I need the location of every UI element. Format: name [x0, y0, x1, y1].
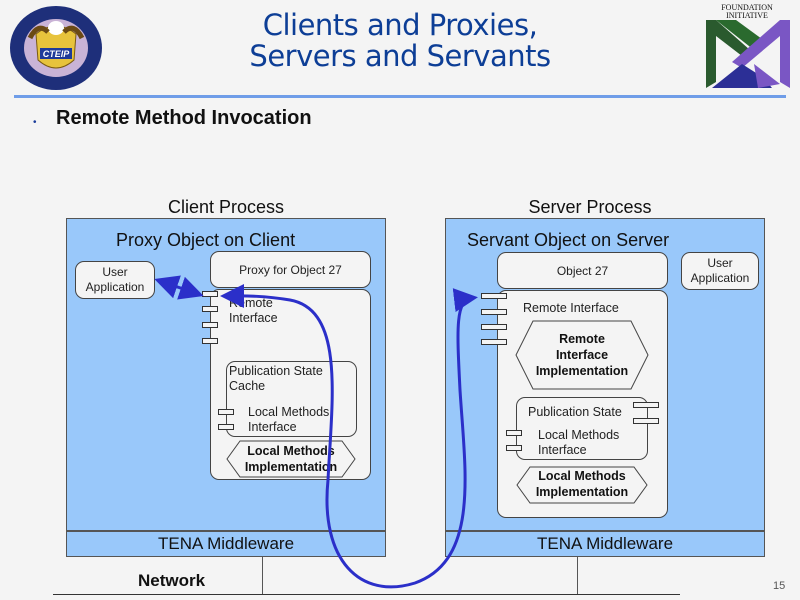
- proxy-header-label: Proxy for Object 27: [239, 263, 342, 277]
- remote-impl-hexagon: [515, 320, 649, 390]
- client-local-impl-line-2: Implementation: [244, 460, 338, 474]
- server-remote-port-1: [481, 293, 507, 299]
- server-remote-port-4: [481, 339, 507, 345]
- page-number: 15: [773, 580, 786, 592]
- remote-impl-line-2: Interface: [555, 348, 609, 362]
- server-pub-state-label: Publication State: [528, 405, 622, 419]
- client-local-impl-line-1: Local Methods: [247, 444, 335, 458]
- server-remote-interface-label: Remote Interface: [523, 301, 619, 315]
- client-local-impl-label: Local Methods Implementation: [226, 443, 356, 475]
- server-pub-state-box: [516, 397, 648, 460]
- server-remote-port-2: [481, 309, 507, 315]
- server-local-impl-hexagon: [516, 466, 648, 504]
- logo-title-2: INITIATIVE: [726, 11, 768, 20]
- client-pub-state-label: Publication State Cache: [229, 364, 323, 393]
- proxy-object-label: Proxy Object on Client: [116, 230, 296, 250]
- title-line-2: Servers and Servants: [249, 39, 551, 73]
- server-pub-port-1: [633, 402, 659, 408]
- title-line-1: Clients and Proxies,: [262, 8, 538, 42]
- server-local-port-1: [506, 430, 522, 436]
- server-remote-port-3: [481, 324, 507, 330]
- client-remote-interface-label: Remote Interface: [229, 296, 278, 325]
- server-local-impl-line-1: Local Methods: [538, 469, 626, 483]
- server-local-port-2: [506, 445, 522, 451]
- slide-title: Clients and Proxies, Servers and Servant…: [200, 10, 600, 72]
- object27-header-label: Object 27: [556, 264, 609, 278]
- server-user-application[interactable]: User Application: [681, 252, 759, 290]
- client-user-application-label: User Application: [85, 265, 145, 294]
- client-local-methods-interface-label: Local Methods Interface: [248, 405, 330, 434]
- remote-impl-label: Remote Interface Implementation: [515, 331, 649, 379]
- object27-header-box: Object 27: [497, 252, 668, 289]
- client-remote-port-3: [202, 322, 218, 328]
- proxy-header-box: Proxy for Object 27: [210, 251, 371, 288]
- server-network-drop: [577, 557, 578, 595]
- server-user-application-label: User Application: [690, 256, 750, 285]
- remote-impl-line-1: Remote: [559, 332, 605, 346]
- bullet-text: Remote Method Invocation: [56, 107, 312, 129]
- client-network-drop: [262, 557, 263, 595]
- client-remote-port-4: [202, 338, 218, 344]
- server-local-impl-line-2: Implementation: [535, 485, 629, 499]
- client-remote-port-1: [202, 291, 218, 297]
- network-label: Network: [138, 571, 206, 590]
- client-local-port-1: [218, 409, 234, 415]
- remote-impl-line-3: Implementation: [535, 364, 629, 378]
- client-local-port-2: [218, 424, 234, 430]
- network-line: [53, 594, 680, 595]
- cteip-text: CTEIP: [43, 49, 71, 59]
- server-pub-port-2: [633, 418, 659, 424]
- client-middleware-bar: TENA Middleware: [66, 531, 386, 557]
- foundation-initiative-logo: FOUNDATION INITIATIVE: [706, 3, 790, 88]
- logo-title-1: FOUNDATION: [721, 3, 773, 12]
- bullet-marker: •: [33, 117, 37, 128]
- client-user-application[interactable]: User Application: [75, 261, 155, 299]
- server-local-impl-label: Local Methods Implementation: [516, 468, 648, 500]
- cteip-logo: CTEIP: [10, 6, 102, 90]
- title-divider: [14, 95, 786, 98]
- server-local-methods-interface-label: Local Methods Interface: [538, 428, 620, 457]
- servant-object-label: Servant Object on Server: [467, 230, 670, 250]
- server-process-label: Server Process: [528, 197, 652, 217]
- client-remote-port-2: [202, 306, 218, 312]
- server-middleware-bar: TENA Middleware: [445, 531, 765, 557]
- client-process-label: Client Process: [167, 197, 285, 217]
